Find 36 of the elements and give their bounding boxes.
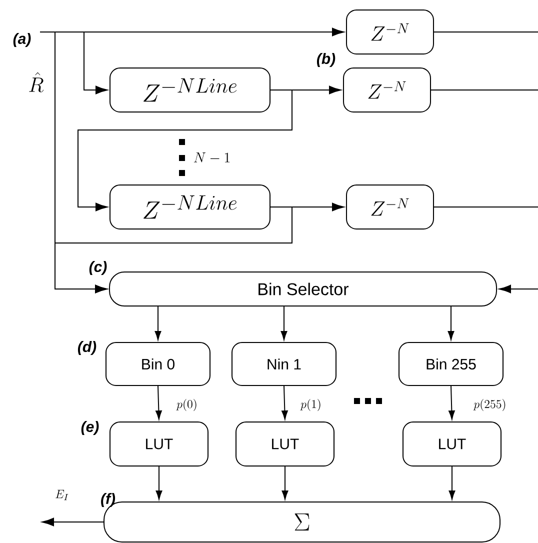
arrow — [154, 306, 162, 340]
panel-tag: (e) — [81, 421, 99, 435]
arrow — [78, 90, 292, 212]
edge-label: $E_I$ — [56, 490, 68, 500]
arrow — [498, 284, 538, 294]
arrow — [448, 306, 454, 340]
process-box: LUT — [110, 422, 208, 466]
process-box: Bin Selector — [109, 272, 497, 306]
process-box: $Z^{-N}$ — [346, 10, 434, 54]
math-label: $\hat{R}$ — [29, 72, 44, 92]
process-box: LUT — [402, 422, 502, 466]
arrow — [448, 466, 456, 500]
edge-label: $p(255)$ — [473, 399, 506, 411]
process-box: $Z^{-NLine}$ — [110, 184, 270, 230]
arrow — [40, 32, 108, 294]
process-box: Bin 0 — [106, 342, 210, 386]
process-box: $Z^{-NLine}$ — [110, 68, 270, 112]
process-box: LUT — [236, 422, 334, 466]
edge-label: $p(1)$ — [300, 399, 320, 411]
edge-label: $p(0)$ — [176, 399, 196, 411]
arrow — [282, 466, 288, 500]
panel-tag: (c) — [89, 261, 107, 275]
arrow — [448, 386, 455, 420]
arrow — [42, 518, 104, 526]
process-box: Bin 255 — [398, 342, 504, 386]
panel-tag: (b) — [316, 53, 336, 67]
process-box: $Z^{-N}$ — [346, 184, 434, 230]
arrow — [280, 306, 288, 340]
panel-tag: (a) — [13, 33, 31, 47]
arrow — [282, 386, 288, 420]
math-label: $N-1$ — [194, 152, 230, 162]
process-box: Nin 1 — [232, 342, 336, 386]
arrow — [156, 466, 162, 500]
panel-tag: (d) — [78, 341, 96, 355]
arrow — [156, 386, 162, 420]
process-box: $Z^{-N}$ — [343, 68, 431, 112]
